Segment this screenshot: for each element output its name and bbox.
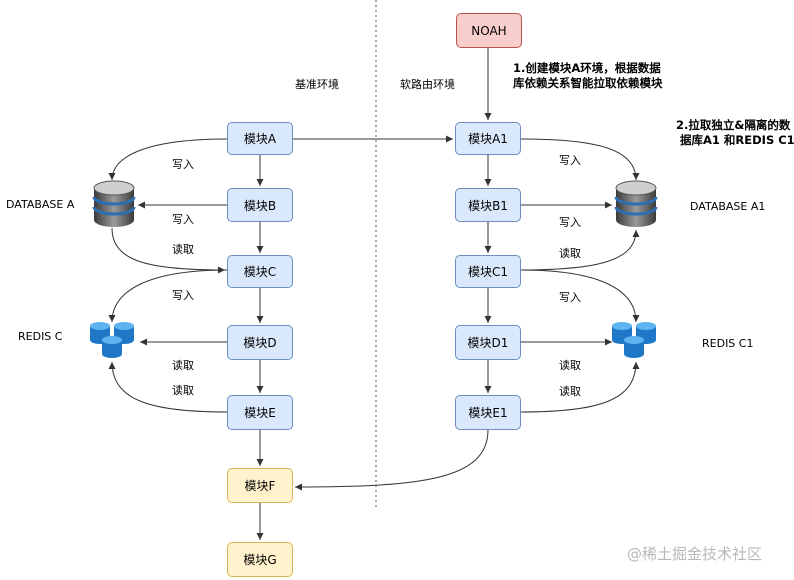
edge-label-write: 写入 <box>172 158 194 171</box>
edge-c1-db-read <box>520 229 640 271</box>
section-label-baseline: 基准环境 <box>295 78 339 91</box>
edge-a-db-write <box>108 138 228 181</box>
edge-label-read: 读取 <box>172 384 194 397</box>
node-module-a1[interactable]: 模块A1 <box>455 122 521 155</box>
node-module-a[interactable]: 模块A <box>227 122 293 155</box>
edge-e1-redis-read <box>520 361 640 413</box>
edge-e1-f <box>294 429 489 491</box>
node-module-f[interactable]: 模块F <box>227 468 293 503</box>
node-module-b[interactable]: 模块B <box>227 188 293 222</box>
edge-label-read: 读取 <box>172 359 194 372</box>
edge-label-write: 写入 <box>172 213 194 226</box>
redis-c-label: REDIS C <box>18 330 63 343</box>
edge-a1-db-write <box>520 138 640 181</box>
edge-label-read: 读取 <box>559 359 581 372</box>
edge-label-write: 写入 <box>172 289 194 302</box>
edge-label-read: 读取 <box>559 385 581 398</box>
edge-label-read: 读取 <box>172 243 194 256</box>
edge-label-write: 写入 <box>559 216 581 229</box>
node-module-d1[interactable]: 模块D1 <box>455 325 521 360</box>
step1-note-line2: 库依赖关系智能拉取依赖模块 <box>513 76 663 90</box>
edge-c1-redis-write <box>520 269 640 323</box>
watermark: @稀土掘金技术社区 <box>627 545 763 563</box>
database-a-label: DATABASE A <box>6 198 75 211</box>
node-module-c[interactable]: 模块C <box>227 255 293 288</box>
edges <box>108 48 640 540</box>
database-icon <box>92 180 136 228</box>
step1-note-line1: 1.创建模块A环境，根据数据 <box>513 61 661 75</box>
node-noah[interactable]: NOAH <box>456 13 522 48</box>
database-icon <box>614 180 658 228</box>
edge-db-c-read <box>111 227 226 274</box>
edge-label-write: 写入 <box>559 291 581 304</box>
node-module-e1[interactable]: 模块E1 <box>455 395 521 430</box>
node-module-d[interactable]: 模块D <box>227 325 293 360</box>
edge-label-read: 读取 <box>559 247 581 260</box>
step2-note-line2: 据库A1 和REDIS C1 <box>680 133 794 147</box>
edge-c-redis-write <box>108 269 228 323</box>
section-label-soft-route: 软路由环境 <box>400 78 455 91</box>
redis-c1-label: REDIS C1 <box>702 337 754 350</box>
step2-note-line1: 2.拉取独立&隔离的数 <box>676 118 791 132</box>
node-module-c1[interactable]: 模块C1 <box>455 255 521 288</box>
database-a1-label: DATABASE A1 <box>690 200 766 213</box>
edge-redis-e-read <box>108 361 228 413</box>
redis-cluster-icon <box>612 322 656 358</box>
node-module-b1[interactable]: 模块B1 <box>455 188 521 222</box>
node-module-e[interactable]: 模块E <box>227 395 293 430</box>
redis-cluster-icon <box>90 322 134 358</box>
edge-label-write: 写入 <box>559 154 581 167</box>
node-module-g[interactable]: 模块G <box>227 542 293 577</box>
